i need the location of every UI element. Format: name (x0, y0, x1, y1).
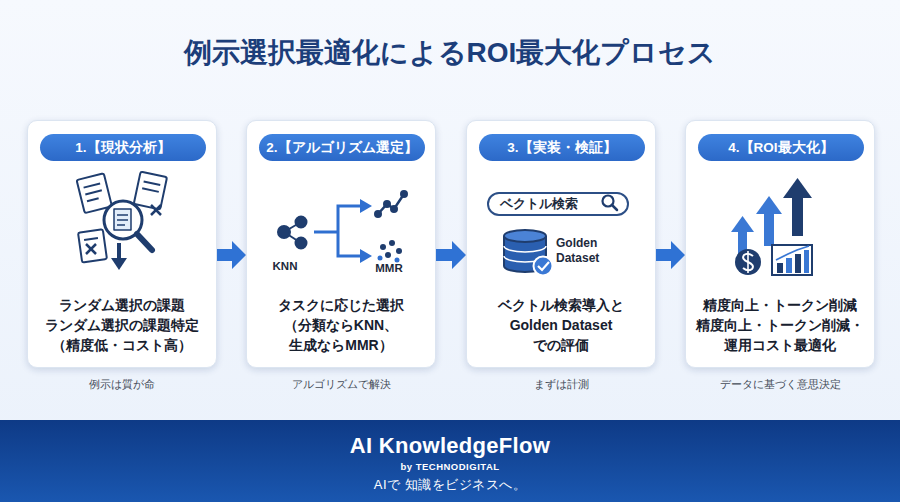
icon-label: MMR (371, 261, 407, 275)
brand-tagline: AIで 知識をビジネスへ。 (0, 476, 900, 494)
step-header: 1.【現状分析】 (40, 134, 206, 161)
step-note: 例示は質が命 (27, 378, 217, 392)
step-header: 3.【実装・検証】 (479, 134, 645, 161)
step-title: 4.【ROI最大化】 (728, 139, 833, 157)
icon-label: Golden Dataset (556, 236, 618, 266)
step-description: 精度向上・トークン削減 精度向上・トークン削減・ 運用コスト最適化 (689, 295, 871, 355)
footer-band: AI KnowledgeFlow by TECHNODIGITAL AIで 知識をビ… (0, 420, 900, 502)
brand-owner: by TECHNODIGITAL (0, 461, 900, 472)
step-description: ベクトル検索導入と Golden Dataset での評価 (486, 295, 636, 355)
step-title: 1.【現状分析】 (75, 139, 170, 157)
step-title: 2.【アルゴリズム選定】 (266, 139, 417, 157)
step-header: 2.【アルゴリズム選定】 (259, 134, 425, 161)
step-description: ランダム選択の課題 ランダム選択の課題特定 （精度低・コスト高） (37, 295, 207, 355)
step-header: 4.【ROI最大化】 (698, 134, 864, 161)
step-description: タスクに応じた選択 （分類ならKNN、 生成ならMMR） (256, 295, 426, 355)
process-card: 精度向上・トークン削減 精度向上・トークン削減・ 運用コスト最適化 4.【ROI最… (685, 120, 875, 368)
icon-label: KNN (270, 259, 300, 273)
process-card: タスクに応じた選択 （分類ならKNN、 生成ならMMR） 2.【アルゴリズム選定】 (246, 120, 436, 368)
flow-arrow (656, 241, 685, 269)
step-note: まずは計測 (466, 378, 656, 392)
search-box: ベクトル検索 (487, 192, 629, 216)
step-title: 3.【実装・検証】 (507, 139, 616, 157)
step-note: データに基づく意思決定 (685, 378, 875, 392)
diagram-title: 例示選択最適化によるROI最大化プロセス (0, 34, 900, 72)
flow-arrow (217, 241, 246, 269)
step-note: アルゴリズムで解決 (246, 378, 436, 392)
flow-arrow (436, 241, 466, 269)
brand-name: AI KnowledgeFlow (0, 433, 900, 459)
search-label: ベクトル検索 (500, 194, 578, 214)
process-card: ランダム選択の課題 ランダム選択の課題特定 （精度低・コスト高） 1.【現状分析】 (27, 120, 217, 368)
